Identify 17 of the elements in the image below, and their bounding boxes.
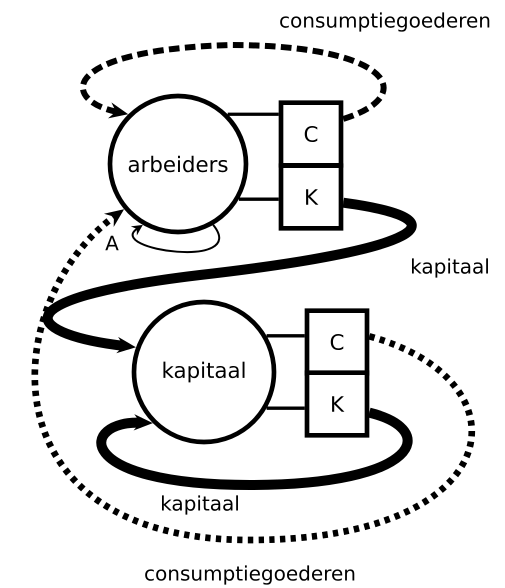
edge-label: consumptiegoederen	[142, 564, 358, 586]
connector-line	[266, 406, 305, 410]
box-node: K	[278, 163, 344, 231]
circle-node: kapitaal	[132, 300, 276, 444]
connector-line	[228, 112, 279, 116]
edge-label: kapitaal	[408, 257, 492, 280]
box-node: C	[278, 100, 344, 168]
connector-line	[266, 334, 305, 338]
circle-node: arbeiders	[108, 94, 248, 234]
edge-label: A	[104, 234, 120, 252]
box-node: K	[304, 370, 370, 438]
edge-label: kapitaal	[158, 494, 242, 516]
edge-label: consumptiegoederen	[278, 11, 492, 34]
arrow	[80, 42, 386, 122]
box-node: C	[304, 308, 370, 376]
loop-arrow	[130, 224, 220, 253]
connector-line	[238, 198, 279, 201]
